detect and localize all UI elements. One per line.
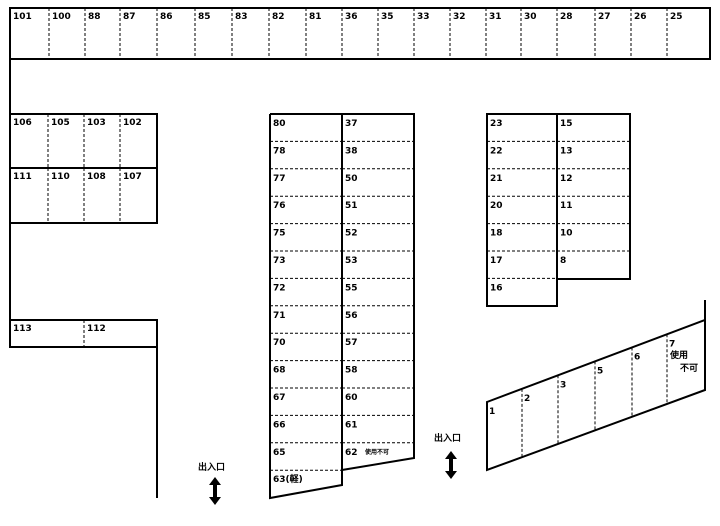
space-number: 11 <box>560 201 573 211</box>
entrance-label: 出入口 <box>198 461 225 473</box>
space-number: 10 <box>560 229 573 239</box>
space-number: 101 <box>13 12 32 22</box>
space-number: 106 <box>13 118 32 128</box>
space-number: 6 <box>634 352 640 362</box>
space-number: 17 <box>490 256 503 266</box>
space-number: 85 <box>198 12 211 22</box>
unavailable-note: 不可 <box>680 363 698 374</box>
space-number: 37 <box>345 119 358 129</box>
space-number: 103 <box>87 118 106 128</box>
space-number: 88 <box>88 12 101 22</box>
space-number: 71 <box>273 311 286 321</box>
space-number: 2 <box>524 394 530 404</box>
space-number: 81 <box>309 12 322 22</box>
double-arrow-icon <box>445 451 457 479</box>
space-number: 28 <box>560 12 573 22</box>
space-number: 73 <box>273 256 286 266</box>
space-number: 77 <box>273 174 286 184</box>
space-number: 15 <box>560 119 573 129</box>
space-number: 110 <box>51 172 70 182</box>
space-number: 113 <box>13 324 32 334</box>
space-number: 108 <box>87 172 106 182</box>
space-number: 63(軽) <box>273 473 303 485</box>
space-number: 72 <box>273 283 286 293</box>
space-number: 22 <box>490 146 503 156</box>
space-number: 102 <box>123 118 142 128</box>
diagonal-block <box>486 300 706 472</box>
space-number: 23 <box>490 119 503 129</box>
space-number: 8 <box>560 256 566 266</box>
top-row-block <box>9 7 711 60</box>
space-number: 78 <box>273 146 286 156</box>
right-block <box>486 113 631 307</box>
space-number: 66 <box>273 420 286 430</box>
space-number: 68 <box>273 366 286 376</box>
space-number: 57 <box>345 338 358 348</box>
space-number: 70 <box>273 338 286 348</box>
space-number: 30 <box>524 12 537 22</box>
space-number: 50 <box>345 174 358 184</box>
space-number: 100 <box>52 12 71 22</box>
space-number: 3 <box>560 380 566 390</box>
space-number: 107 <box>123 172 142 182</box>
space-number: 60 <box>345 393 358 403</box>
unavailable-note: 使用不可 <box>364 448 389 456</box>
space-number: 33 <box>417 12 430 22</box>
space-number: 76 <box>273 201 286 211</box>
space-number: 51 <box>345 201 358 211</box>
space-number: 56 <box>345 311 358 321</box>
space-number: 105 <box>51 118 70 128</box>
space-number: 7 <box>669 339 675 349</box>
space-number: 65 <box>273 448 286 458</box>
space-number: 1 <box>489 407 495 417</box>
space-number: 27 <box>598 12 611 22</box>
space-number: 52 <box>345 229 358 239</box>
space-number: 67 <box>273 393 286 403</box>
space-number: 86 <box>160 12 173 22</box>
space-number: 55 <box>345 283 358 293</box>
space-number: 26 <box>634 12 647 22</box>
space-number: 20 <box>490 201 503 211</box>
space-number: 62 <box>345 448 358 458</box>
space-number: 12 <box>560 174 573 184</box>
space-number: 82 <box>272 12 285 22</box>
space-number: 32 <box>453 12 466 22</box>
space-number: 21 <box>490 174 503 184</box>
space-number: 58 <box>345 366 358 376</box>
double-arrow-icon <box>209 477 221 505</box>
space-number: 53 <box>345 256 358 266</box>
entrance-label: 出入口 <box>434 432 461 444</box>
space-number: 5 <box>597 366 603 376</box>
space-number: 13 <box>560 146 573 156</box>
space-number: 38 <box>345 146 358 156</box>
space-number: 111 <box>13 172 32 182</box>
space-number: 16 <box>490 283 503 293</box>
space-number: 112 <box>87 324 106 334</box>
space-number: 75 <box>273 229 286 239</box>
unavailable-note: 使用 <box>669 349 688 361</box>
space-number: 61 <box>345 420 358 430</box>
space-number: 80 <box>273 119 286 129</box>
space-number: 25 <box>670 12 683 22</box>
space-number: 18 <box>490 229 503 239</box>
space-number: 36 <box>345 12 358 22</box>
space-number: 31 <box>489 12 502 22</box>
space-number: 83 <box>235 12 248 22</box>
space-number: 87 <box>123 12 136 22</box>
space-number: 35 <box>381 12 394 22</box>
